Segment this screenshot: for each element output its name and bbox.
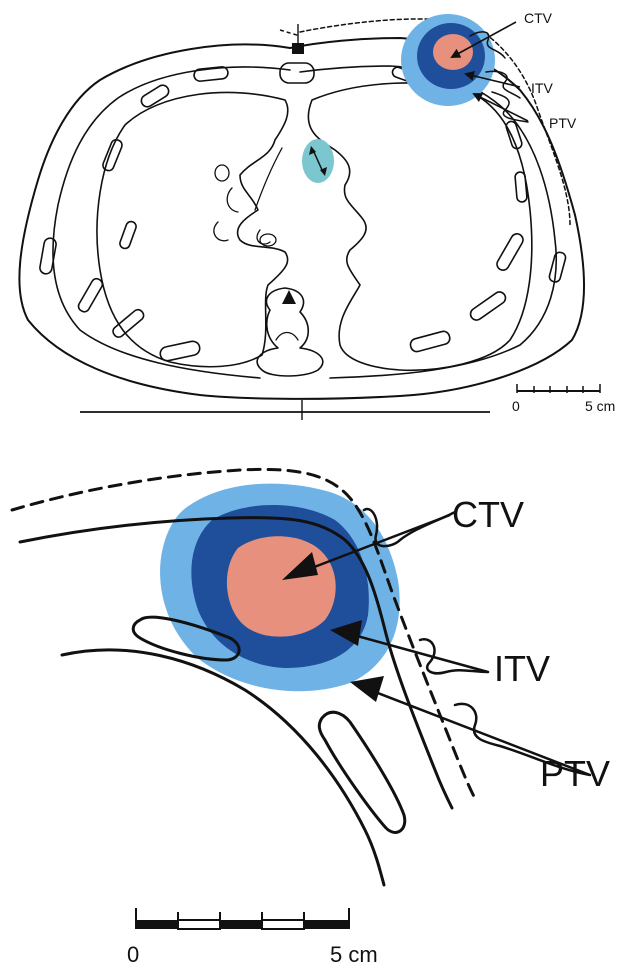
mediastinum: [214, 148, 282, 244]
right-lung: [308, 83, 531, 370]
scale-zero-bottom: 0: [127, 942, 139, 967]
ribs-left: [39, 66, 229, 362]
skin-dashed-line: [280, 30, 300, 36]
vertebra-marker: [282, 290, 296, 304]
ctv-label: CTV: [452, 494, 524, 535]
scale-zero-top: 0: [512, 398, 520, 414]
ptv-label: PTV: [540, 753, 610, 794]
ctv-region: [227, 536, 336, 636]
vessel-small: [215, 165, 229, 181]
airway: [260, 234, 276, 246]
ptv-label-top: PTV: [549, 115, 577, 131]
ribs-right: [391, 66, 567, 353]
itv-label-top: ITV: [531, 80, 553, 96]
sternum: [280, 63, 314, 83]
scale-end-bottom: 5 cm: [330, 942, 378, 967]
scale-bar-top: 0 5 cm: [512, 384, 615, 414]
left-lung: [97, 92, 288, 366]
rib-lower: [319, 712, 404, 832]
ctv-region-top: [433, 34, 473, 70]
spinal-canal: [276, 333, 298, 341]
ctv-label-top: CTV: [524, 10, 553, 26]
itv-label: ITV: [494, 648, 550, 689]
scale-bar-bottom: 0 5 cm: [127, 908, 378, 967]
scale-end-top: 5 cm: [585, 398, 615, 414]
axial-chest-section: CTV ITV PTV 0 5 cm: [19, 10, 615, 420]
magnified-view: CTV ITV PTV 0 5 cm: [12, 469, 610, 967]
